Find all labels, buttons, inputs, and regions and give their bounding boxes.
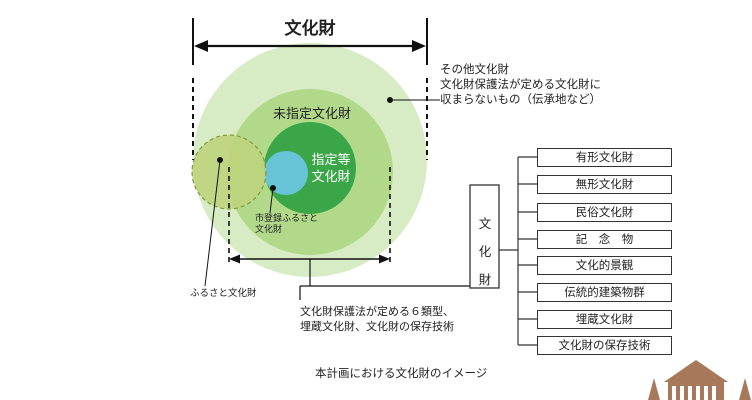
other-label-line2: 収まらないもの（伝承地など） [440, 92, 601, 106]
other-label-heading: その他文化財 [440, 62, 509, 76]
city-registered-leader [269, 185, 276, 214]
type-tree-connector [499, 156, 537, 346]
designated-label-line1: 指定等 [311, 153, 351, 168]
city-registered-label-line2: 文化財 [255, 225, 283, 235]
designated-label-line2: 文化財 [311, 170, 351, 185]
designated-label: 指定等 文化財 [301, 152, 361, 186]
type-box-traditional-buildings: 伝統的建築物群 [537, 283, 672, 302]
type-box-tangible: 有形文化財 [537, 148, 672, 167]
type-box-monument: 記 念 物 [537, 230, 672, 249]
unspecified-label: 未指定文化財 [272, 107, 351, 122]
type-box-cultural-landscape: 文化的景観 [537, 256, 672, 275]
title-span-arrow [192, 18, 428, 160]
other-cultural-property-label: その他文化財 文化財保護法が定める文化財に 収まらないもの（伝承地など） [440, 62, 601, 107]
other-label-line1: 文化財保護法が定める文化財に [440, 77, 601, 91]
six-types-note: 文化財保護法が定める６類型、 埋蔵文化財、文化財の保存技術 [300, 304, 454, 334]
cultural-property-vertical-box [469, 184, 500, 289]
vertical-char-1: 文 [478, 216, 492, 231]
six-types-note-line1: 文化財保護法が定める６類型、 [300, 305, 454, 318]
six-types-note-line2: 埋蔵文化財、文化財の保存技術 [300, 320, 454, 333]
diagram-title: 文化財 [284, 19, 336, 39]
figure-caption: 本計画における文化財のイメージ [315, 366, 488, 380]
city-registered-label: 市登録ふるさと 文化財 [255, 214, 318, 236]
six-types-span-arrow [228, 167, 470, 300]
museum-logo [648, 360, 751, 400]
vertical-char-3: 財 [478, 272, 492, 287]
type-box-folk: 民俗文化財 [537, 203, 672, 222]
furusato-label: ふるさと文化財 [190, 288, 257, 299]
other-label-leader [387, 97, 440, 103]
type-box-intangible: 無形文化財 [537, 175, 672, 194]
type-box-conservation-techniques: 文化財の保存技術 [537, 336, 672, 355]
type-box-buried: 埋蔵文化財 [537, 310, 672, 329]
furusato-leader [204, 157, 223, 287]
city-registered-label-line1: 市登録ふるさと [255, 214, 319, 224]
vertical-char-2: 化 [478, 244, 492, 259]
city-registered-circle [264, 151, 308, 195]
vertical-cultural-property-label: 文 化 財 [472, 210, 498, 294]
